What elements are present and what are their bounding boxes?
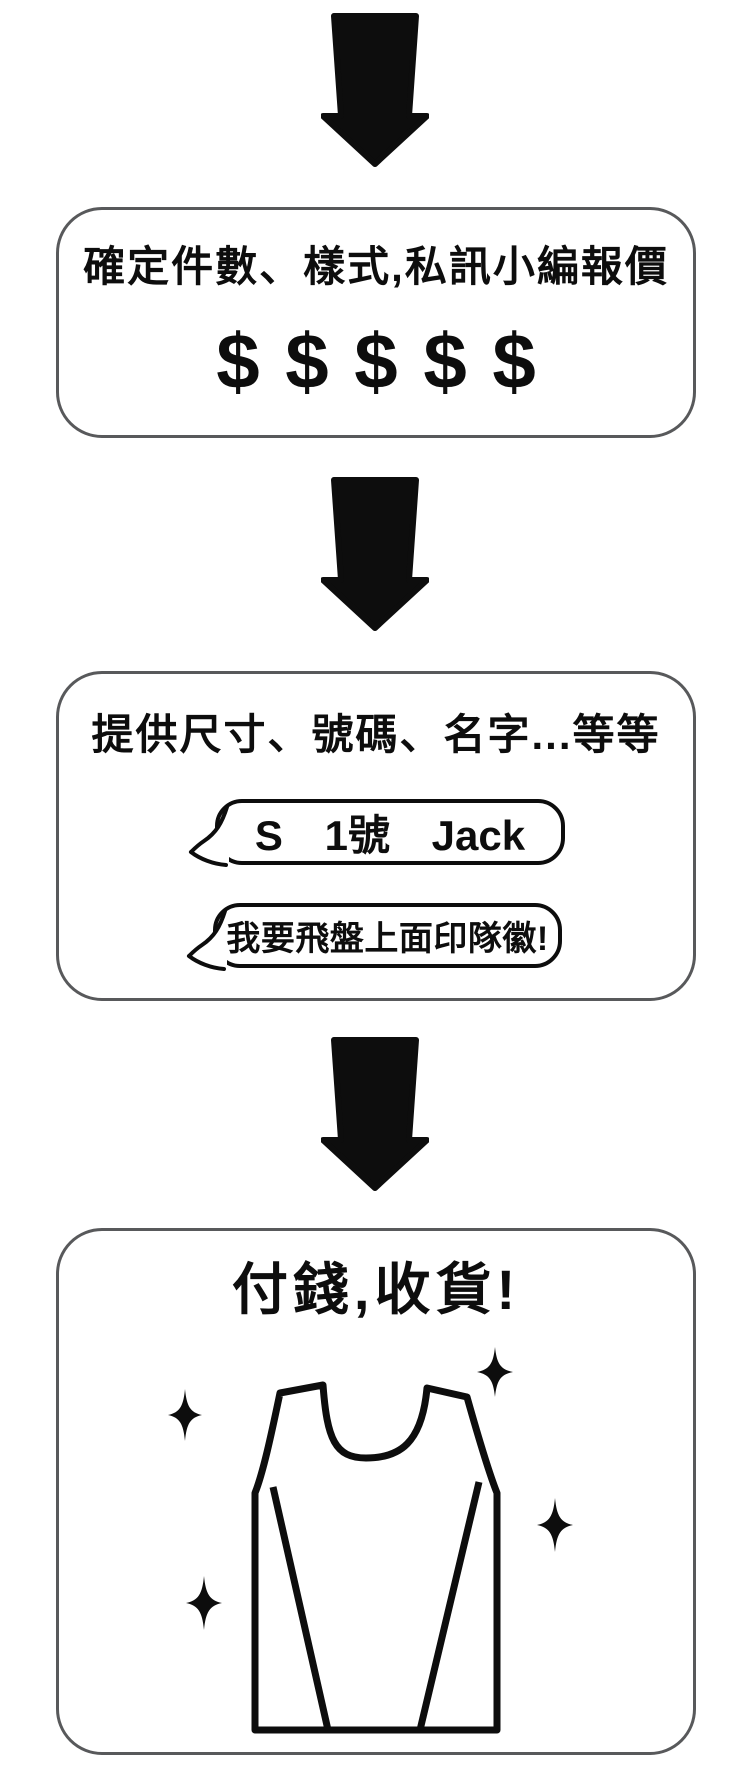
down-arrow-icon	[321, 477, 429, 631]
down-arrow-icon	[321, 1037, 429, 1191]
sparkle-icon	[168, 1389, 202, 1441]
jersey-seam-left	[269, 1486, 332, 1731]
chat-bubble-size-number-name: S 1號 Jack	[189, 799, 565, 867]
step-details-title: 提供尺寸、號碼、名字...等等	[91, 711, 661, 758]
tank-top-jersey-icon	[168, 1347, 573, 1734]
step-quote-title: 確定件數、樣式,私訊小編報價	[83, 243, 669, 290]
jersey-seam-right	[416, 1481, 483, 1731]
speech-tail-icon	[187, 909, 227, 971]
chat-bubble-text: S 1號 Jack	[254, 811, 526, 859]
price-dollars-text: $ $ $ $ $	[216, 317, 536, 405]
jersey-outline	[251, 1381, 501, 1734]
step-receive-box: 付錢,收貨!	[56, 1228, 696, 1755]
down-arrow-icon	[321, 13, 429, 167]
sparkle-icon	[477, 1347, 513, 1397]
step-receive-title: 付錢,收貨!	[231, 1258, 521, 1321]
step-quote-box: 確定件數、樣式,私訊小編報價 $ $ $ $ $	[56, 207, 696, 438]
chat-bubble-print-request: 我要飛盤上面印隊徽!	[187, 903, 562, 971]
chat-bubble-text: 我要飛盤上面印隊徽!	[226, 920, 549, 958]
sparkle-icon	[537, 1498, 573, 1552]
sparkle-icon	[186, 1576, 222, 1630]
step-details-box: 提供尺寸、號碼、名字...等等 S 1號 Jack 我要飛盤上面印隊徽!	[56, 671, 696, 1001]
speech-tail-icon	[189, 805, 229, 867]
